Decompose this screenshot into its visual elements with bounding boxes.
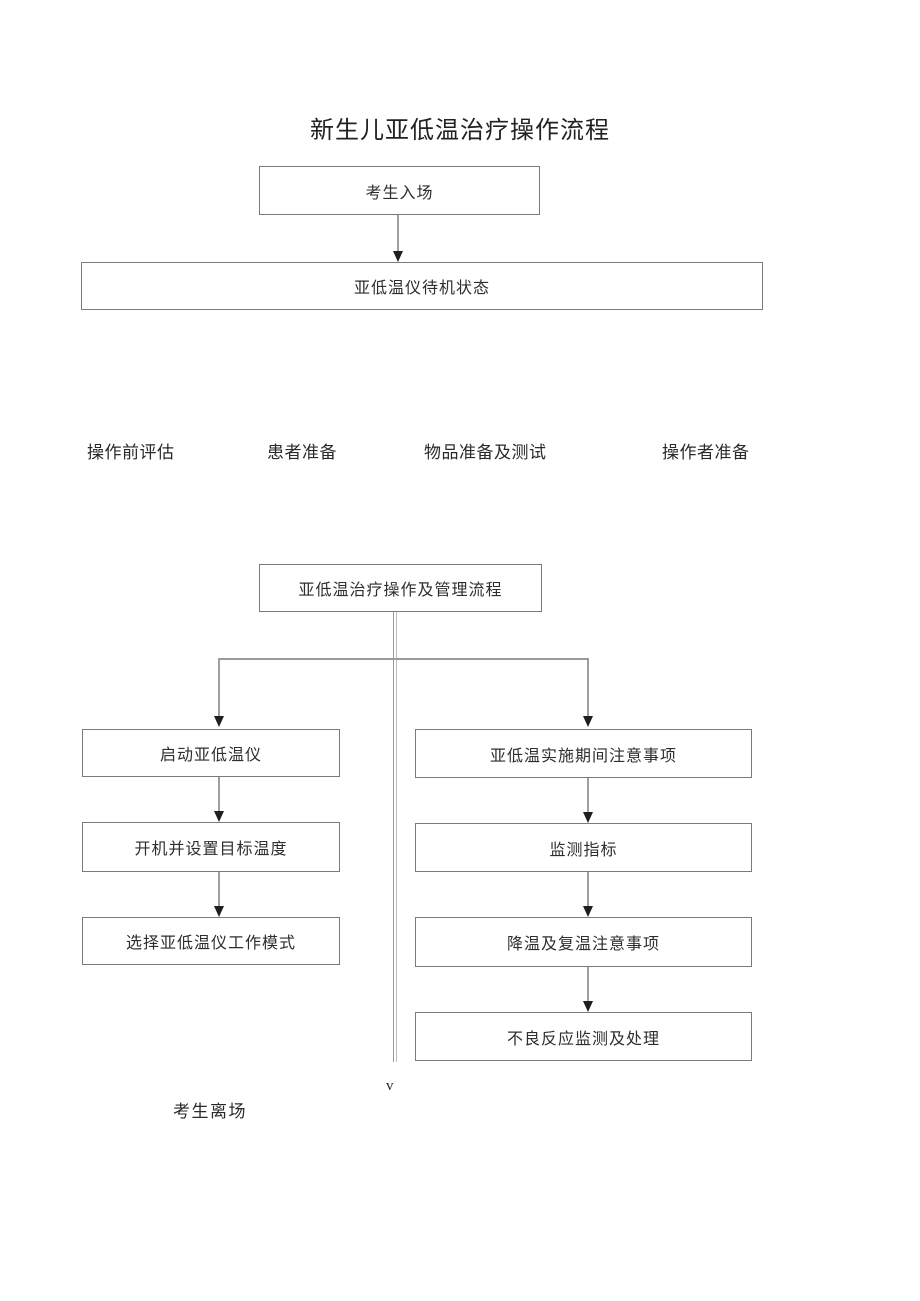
connector-branch-right xyxy=(587,658,589,716)
flow-box-right-2-label: 监测指标 xyxy=(549,841,618,859)
flow-box-left-1: 启动亚低温仪 xyxy=(82,729,340,777)
connector-left-1-2 xyxy=(218,777,220,812)
arrowhead-down-icon xyxy=(583,716,593,727)
prep-label-items: 物品准备及测试 xyxy=(424,443,547,462)
connector-right-3-4 xyxy=(587,967,589,1002)
flow-box-left-2: 开机并设置目标温度 xyxy=(82,822,340,872)
flow-box-right-3-label: 降温及复温注意事项 xyxy=(506,936,660,953)
arrowhead-down-icon xyxy=(583,906,593,917)
connector-branch-horizontal xyxy=(219,658,589,660)
connector-main-trunk xyxy=(393,612,397,1062)
flow-box-right-1-label: 亚低温实施期间注意事项 xyxy=(489,747,677,765)
flow-box-main-label: 亚低温治疗操作及管理流程 xyxy=(298,582,503,599)
connector-right-2-3 xyxy=(587,872,589,907)
flow-box-left-1-label: 启动亚低温仪 xyxy=(159,747,262,764)
connector-left-2-3 xyxy=(218,872,220,907)
arrowhead-down-icon xyxy=(214,716,224,727)
flow-box-left-2-label: 开机并设置目标温度 xyxy=(134,841,288,858)
flow-box-right-3: 降温及复温注意事项 xyxy=(415,917,752,967)
flow-box-left-3-label: 选择亚低温仪工作模式 xyxy=(125,935,296,952)
trunk-end-marker: v xyxy=(386,1078,394,1094)
exit-label: 考生离场 xyxy=(173,1102,247,1121)
arrowhead-down-icon xyxy=(583,1001,593,1012)
flow-box-start-label: 考生入场 xyxy=(365,184,434,202)
flow-box-left-3: 选择亚低温仪工作模式 xyxy=(82,917,340,965)
arrowhead-down-icon xyxy=(393,251,403,262)
flow-box-right-2: 监测指标 xyxy=(415,823,752,872)
arrowhead-down-icon xyxy=(214,811,224,822)
flow-box-right-4: 不良反应监测及处理 xyxy=(415,1012,752,1061)
flow-box-start: 考生入场 xyxy=(259,166,540,215)
prep-label-patient: 患者准备 xyxy=(267,443,337,462)
prep-label-operator: 操作者准备 xyxy=(662,443,750,462)
connector-branch-left xyxy=(218,658,220,716)
flow-box-standby: 亚低温仪待机状态 xyxy=(81,262,763,310)
page-title: 新生儿亚低温治疗操作流程 xyxy=(310,118,610,144)
prep-label-assessment: 操作前评估 xyxy=(87,443,175,462)
arrowhead-down-icon xyxy=(214,906,224,917)
flow-box-main: 亚低温治疗操作及管理流程 xyxy=(259,564,542,612)
flow-box-standby-label: 亚低温仪待机状态 xyxy=(353,280,490,297)
flow-box-right-4-label: 不良反应监测及处理 xyxy=(506,1030,660,1048)
arrowhead-down-icon xyxy=(583,812,593,823)
connector-right-1-2 xyxy=(587,778,589,813)
connector-start-standby xyxy=(397,215,399,252)
flow-box-right-1: 亚低温实施期间注意事项 xyxy=(415,729,752,778)
